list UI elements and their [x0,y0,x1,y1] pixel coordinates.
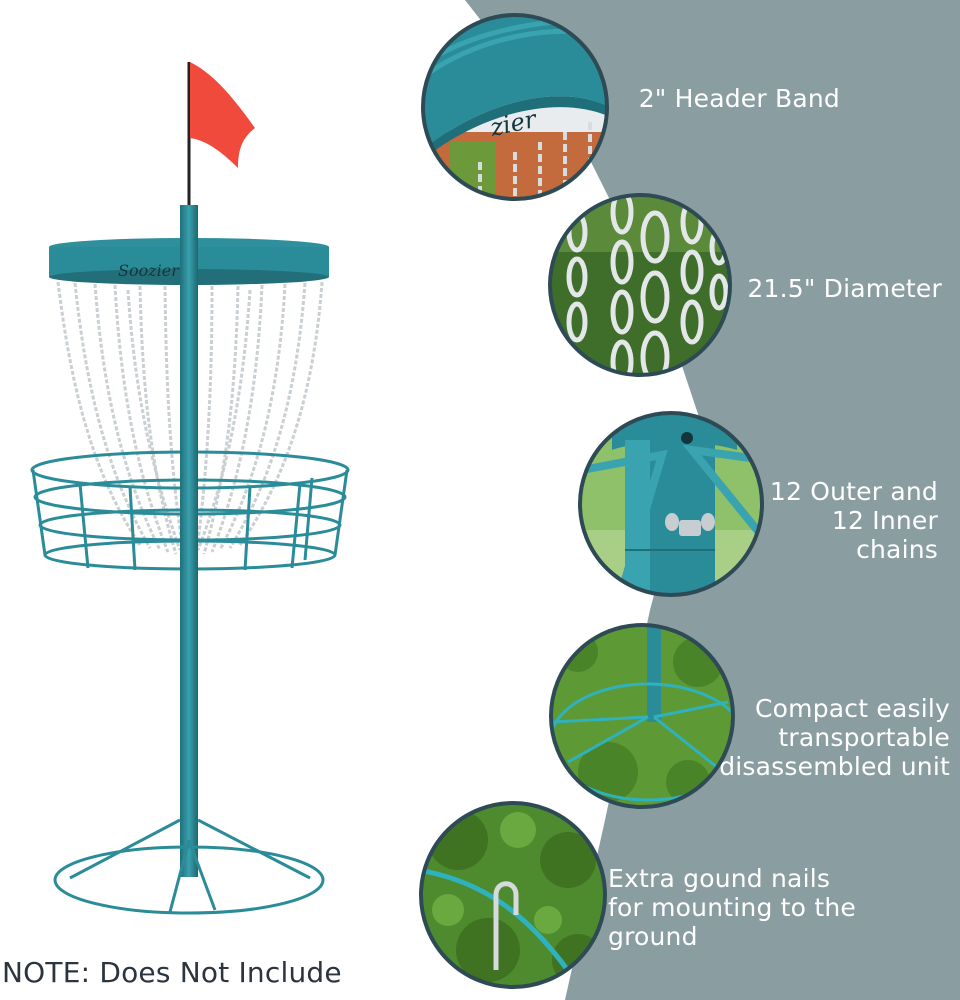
brand-logo: Soozier [118,261,180,280]
feature-diameter-text: 21.5" Diameter [747,274,942,303]
disc-golf-basket-image: Soozier [30,62,350,915]
header-band-closeup: zier [421,13,609,201]
base-on-grass-closeup [549,623,735,809]
feature-portable-text: Compact easily transportable disassemble… [719,694,950,781]
pole-joint-closeup [578,411,764,597]
feature-header-band-text: 2" Header Band [638,84,840,113]
note-text: NOTE: Does Not Include [2,956,342,989]
flag-icon [190,62,255,168]
feature-chains-text: 12 Outer and 12 Inner chains [769,477,938,564]
feature-nails-text: Extra gound nails for mounting to the gr… [608,864,856,951]
chains-closeup [548,193,732,377]
ground-nail-closeup [419,801,607,989]
